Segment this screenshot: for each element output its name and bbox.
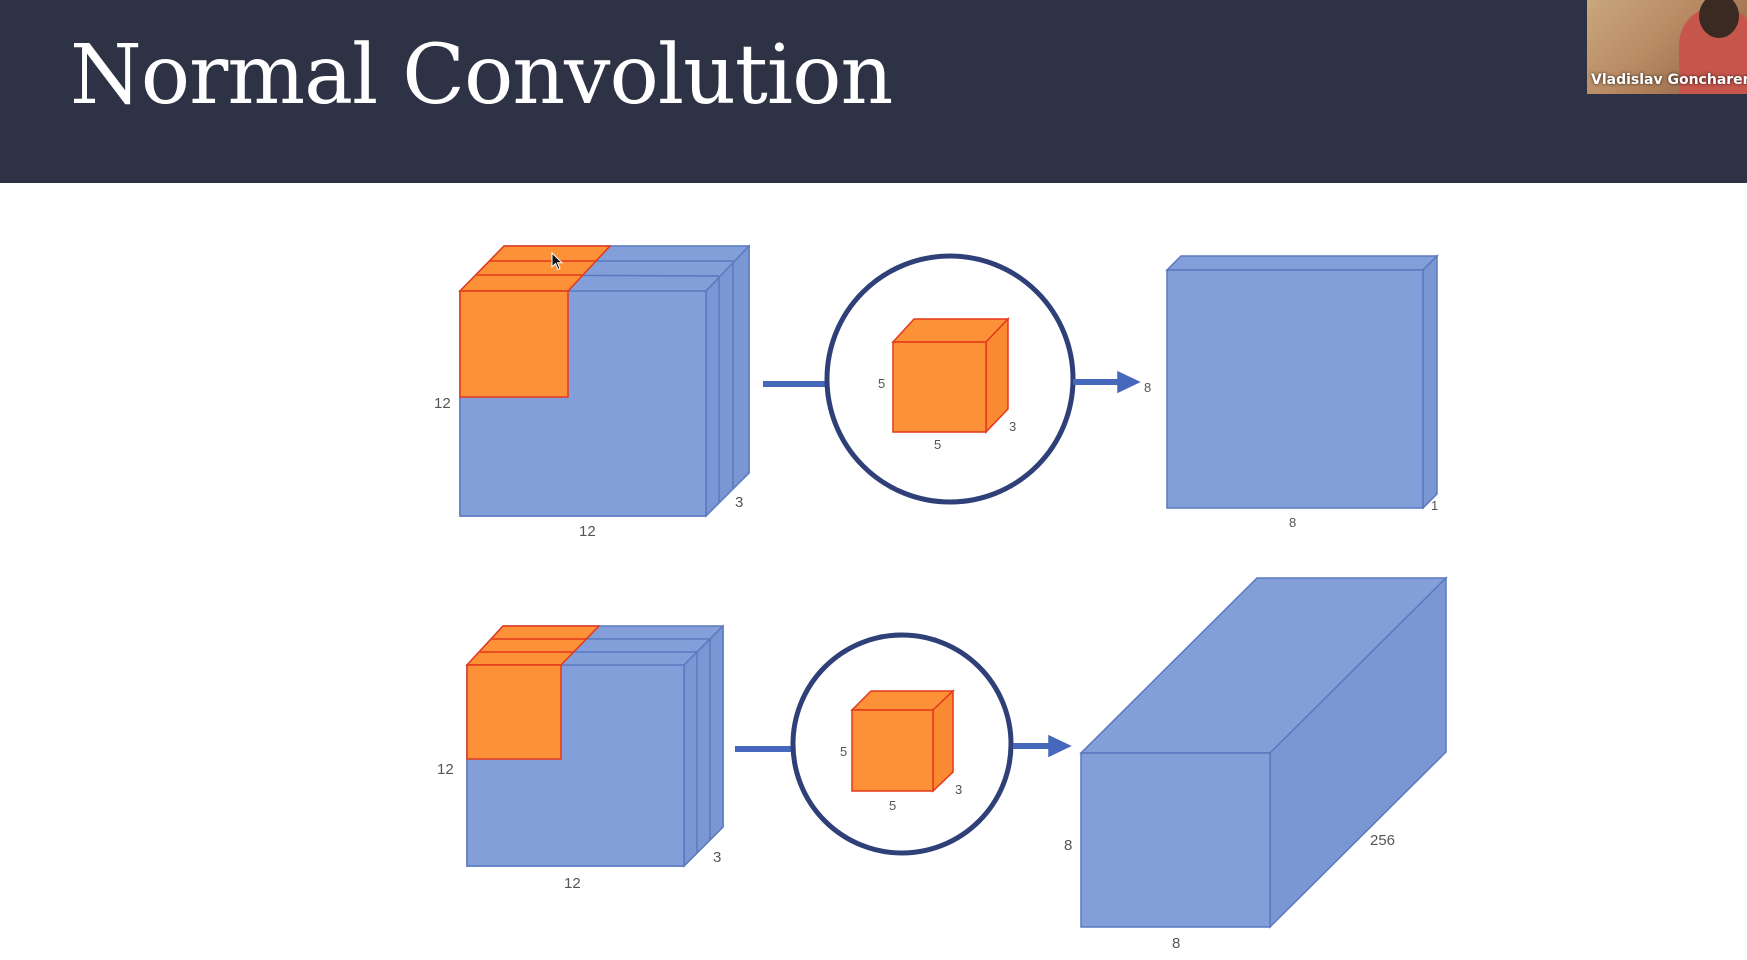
slide-header: Normal Convolution [0,0,1747,183]
row2-input-width-label: 12 [564,875,581,892]
presenter-head [1699,0,1739,38]
row2-kernel-depth-label: 3 [955,782,962,797]
row1-output-height-label: 8 [1144,380,1151,395]
row1-input-volume [458,244,750,518]
row1-kernel-depth-label: 3 [1009,419,1016,434]
row1-output-volume [1165,254,1439,510]
row1-kernel-width-label: 5 [934,437,941,452]
row1-output-width-label: 8 [1289,515,1296,530]
row2-input-volume [465,624,724,868]
row2-arrow [1013,734,1072,758]
slide-title: Normal Convolution [70,28,893,123]
row2-output-depth-label: 256 [1370,832,1395,849]
row2-kernel-width-label: 5 [889,798,896,813]
row1-arrow [1073,370,1141,394]
row2-input-height-label: 12 [437,761,454,778]
row1-kernel-circle [763,253,1076,505]
row1-input-height-label: 12 [434,395,451,412]
row2-kernel-circle [735,632,1014,856]
row2-output-height-label: 8 [1064,837,1072,854]
row1-input-width-label: 12 [579,523,596,540]
row1-input-depth-label: 3 [735,494,743,511]
row1-output-depth-label: 1 [1431,498,1438,513]
presenter-name: Vladislav Goncharen... [1591,72,1747,88]
row2-input-depth-label: 3 [713,849,721,866]
presenter-video-thumbnail[interactable]: Vladislav Goncharen... [1587,0,1747,94]
mouse-cursor-icon [551,252,564,271]
row2-kernel-height-label: 5 [840,744,847,759]
row1-kernel-height-label: 5 [878,376,885,391]
row2-output-width-label: 8 [1172,935,1180,952]
row2-output-volume [1079,576,1448,929]
